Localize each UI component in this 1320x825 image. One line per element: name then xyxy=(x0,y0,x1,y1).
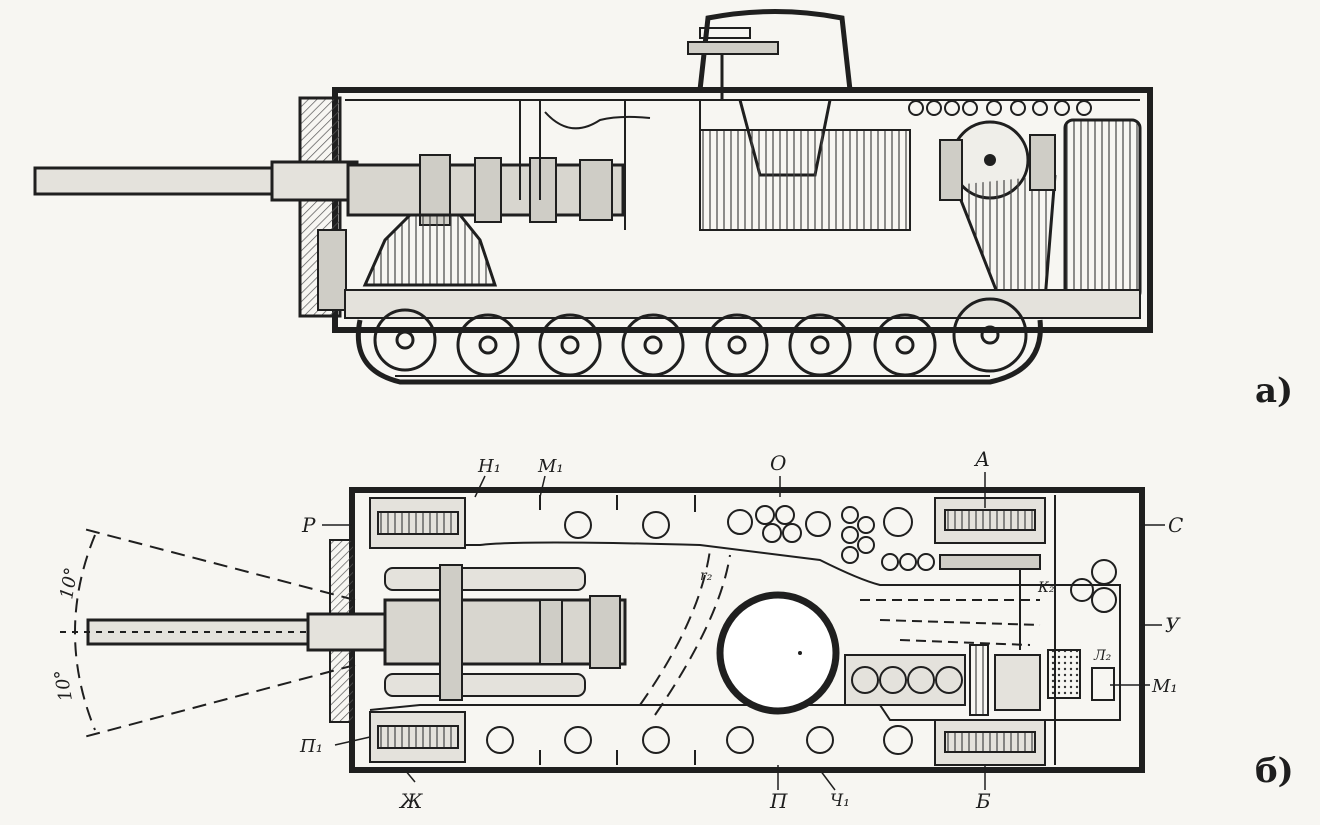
traverse-limits xyxy=(60,527,731,739)
commander-cupola xyxy=(697,9,853,91)
side-view-panel xyxy=(33,9,1153,385)
gun-barrel-side xyxy=(33,166,282,196)
engine-block xyxy=(953,174,1057,302)
callout-y: У xyxy=(1165,613,1181,637)
callout-a: А xyxy=(973,447,990,471)
shell-row-top xyxy=(908,100,1092,116)
callout-o: О xyxy=(770,451,786,475)
panel-b-label: б) xyxy=(1255,751,1294,791)
callout-r1: r₂ xyxy=(700,568,713,584)
engine-cylinders-plan xyxy=(844,654,966,706)
panel-a-label: а) xyxy=(1255,371,1293,411)
callout-p-left: Р xyxy=(301,513,316,537)
fuel-tank xyxy=(1063,118,1142,302)
callout-m1-top: М₁ xyxy=(537,456,564,477)
plan-view-panel xyxy=(60,472,1165,791)
cupola-ring-plan xyxy=(716,591,840,715)
callout-h1: Н₁ xyxy=(477,456,501,477)
callout-m1-right: М₁ xyxy=(1151,676,1178,697)
callout-l2: Л₂ xyxy=(1093,648,1112,664)
gun-mount xyxy=(362,213,498,287)
callout-zh: Ж xyxy=(398,789,423,813)
angle-label-top: 10° xyxy=(56,566,82,601)
angle-label-bottom: 10° xyxy=(51,668,77,703)
callout-c: С xyxy=(1168,513,1183,537)
ammo-rack-side xyxy=(699,129,911,231)
gun-breech-plan xyxy=(383,598,627,666)
callout-n1: П₁ xyxy=(299,736,323,757)
callout-p-bottom: П xyxy=(769,789,788,813)
track-side xyxy=(355,319,1043,385)
shell-storage-plan xyxy=(486,505,1117,755)
callout-ch1: Ч₁ xyxy=(830,791,850,811)
road-wheels xyxy=(373,297,1028,377)
radiator-plan xyxy=(1047,649,1081,699)
callout-k2: К₂ xyxy=(1037,580,1055,596)
callout-b: Б xyxy=(975,789,991,813)
